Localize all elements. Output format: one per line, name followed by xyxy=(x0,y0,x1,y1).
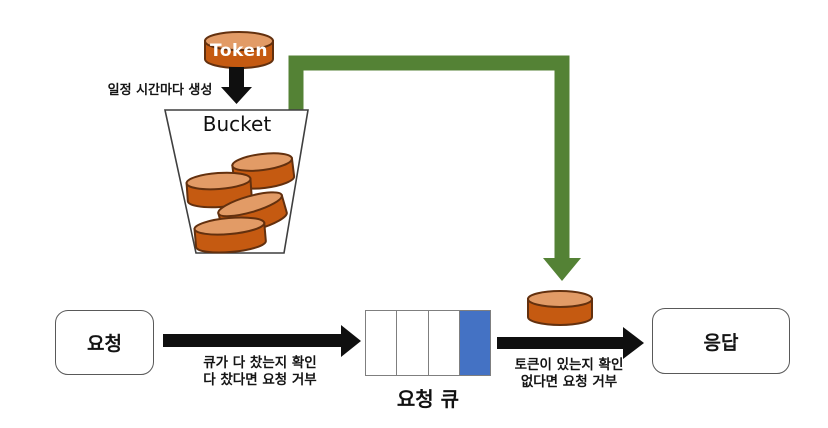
green-elbow-arrow xyxy=(288,55,581,281)
token-cylinder-icon xyxy=(204,31,274,69)
token-check-note-line2: 없다면 요청 거부 xyxy=(520,374,618,390)
token-check-note-line1: 토큰이 있는지 확인 xyxy=(514,357,624,373)
bucket-label: Bucket xyxy=(202,112,272,136)
queue-check-note: 큐가 다 찼는지 확인 다 찼다면 요청 거부 xyxy=(180,355,340,389)
response-box: 응답 xyxy=(652,308,790,374)
dropped-token-icon xyxy=(527,290,593,326)
flow-arrow-queue-to-response xyxy=(497,327,644,359)
queue-cell-empty xyxy=(366,311,398,375)
queue-check-note-line1: 큐가 다 찼는지 확인 xyxy=(203,355,317,371)
token-label: Token xyxy=(210,41,268,61)
bucket-token-icon xyxy=(193,216,267,254)
queue-cell-empty xyxy=(397,311,429,375)
request-queue xyxy=(365,310,491,376)
queue-check-note-line2: 다 찼다면 요청 거부 xyxy=(203,372,317,388)
request-box-label: 요청 xyxy=(87,333,122,355)
queue-cell-filled xyxy=(459,311,490,375)
down-arrow-icon xyxy=(221,67,252,104)
token-check-note: 토큰이 있는지 확인 없다면 요청 거부 xyxy=(489,357,649,391)
request-box: 요청 xyxy=(55,310,154,375)
response-box-label: 응답 xyxy=(703,331,739,354)
generation-note: 일정 시간마다 생성 xyxy=(107,83,213,98)
green-arrowhead-icon xyxy=(543,258,581,281)
request-queue-label: 요청 큐 xyxy=(396,387,460,411)
queue-cell-empty xyxy=(428,311,460,375)
flow-arrow-request-to-queue xyxy=(163,325,361,357)
